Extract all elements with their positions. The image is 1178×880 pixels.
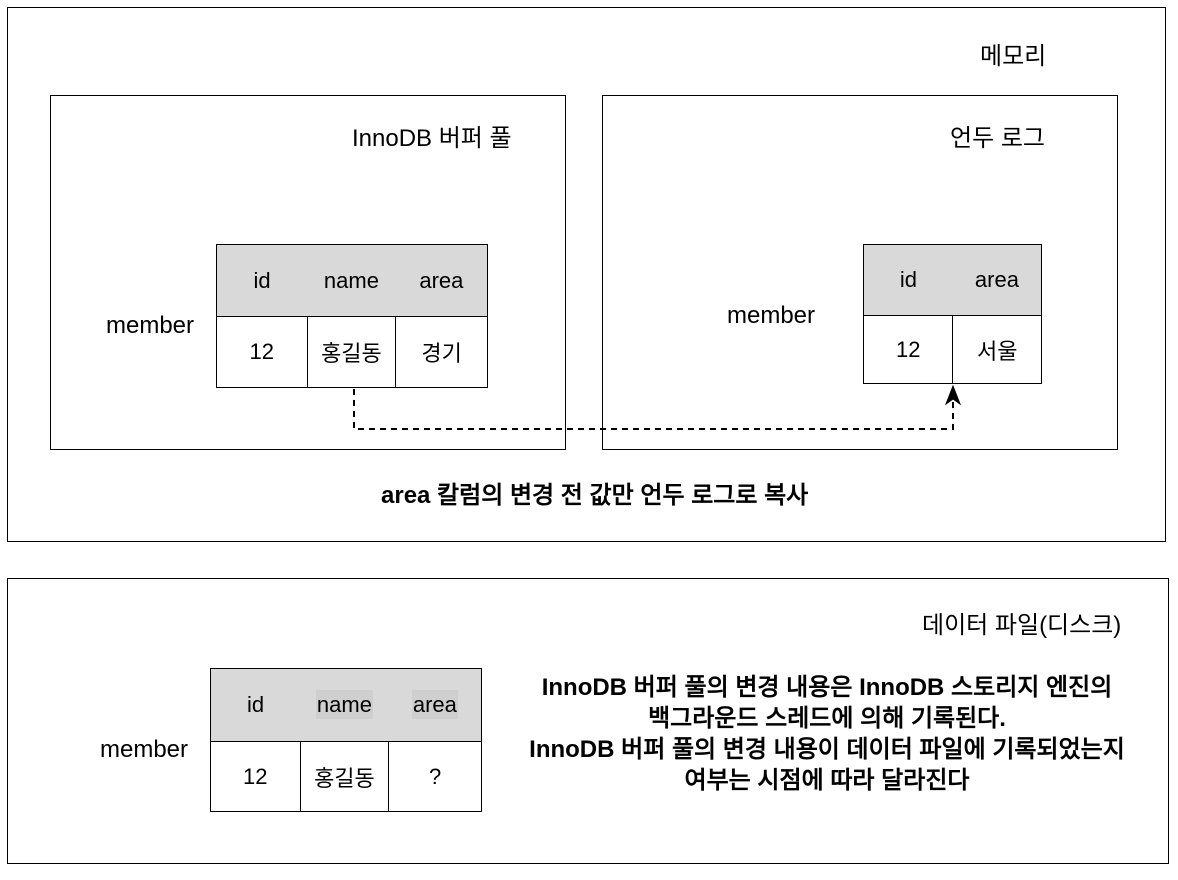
disk-box <box>7 578 1169 864</box>
buffer-pool-title: InnoDB 버퍼 풀 <box>352 125 512 152</box>
table-header-name: name <box>307 244 396 317</box>
disk-caption-line: 백그라운드 스레드에 의해 기록된다. <box>648 705 1006 732</box>
memory-title: 메모리 <box>980 43 1047 70</box>
table-cell-name: 홍길동 <box>306 316 397 388</box>
disk-table: id name area 12 홍길동 ? <box>210 668 482 812</box>
disk-title: 데이터 파일(디스크) <box>922 612 1122 639</box>
table-cell-name: 홍길동 <box>299 741 390 812</box>
table-header-id: id <box>210 668 301 742</box>
table-cell-id: 12 <box>210 741 301 812</box>
memory-caption: area 칼럼의 변경 전 값만 언두 로그로 복사 <box>381 482 809 509</box>
table-header-name: name <box>300 668 389 742</box>
table-header-id: id <box>216 244 308 317</box>
table-header-id: id <box>862 244 953 316</box>
header-text: name <box>315 690 373 719</box>
table-header-area: area <box>952 244 1042 316</box>
table-cell-id: 12 <box>862 315 954 384</box>
header-text: id <box>246 692 265 717</box>
copy-arrow-line <box>353 389 954 430</box>
header-text: area <box>411 690 458 719</box>
disk-caption-line: 여부는 시점에 따라 달라진다 <box>684 767 970 794</box>
buffer-pool-table: id name area 12 홍길동 경기 <box>216 244 488 388</box>
copy-arrow-head <box>944 384 962 406</box>
buffer-pool-table-label: member <box>106 312 195 339</box>
undo-log-title: 언두 로그 <box>950 125 1045 152</box>
table-cell-id: 12 <box>216 316 308 388</box>
table-header-area: area <box>388 668 482 742</box>
disk-caption-line: InnoDB 버퍼 풀의 변경 내용은 InnoDB 스토리지 엔진의 <box>541 674 1113 701</box>
table-cell-area: 서울 <box>952 315 1042 384</box>
disk-caption: InnoDB 버퍼 풀의 변경 내용은 InnoDB 스토리지 엔진의 백그라운… <box>490 672 1164 796</box>
table-cell-area: 경기 <box>395 316 488 388</box>
disk-table-label: member <box>100 736 189 763</box>
undo-log-table-label: member <box>727 302 816 329</box>
table-header-area: area <box>395 244 488 317</box>
disk-caption-line: InnoDB 버퍼 풀의 변경 내용이 데이터 파일에 기록되었는지 <box>529 736 1125 763</box>
undo-log-table: id area 12 서울 <box>862 244 1042 384</box>
table-cell-area: ? <box>388 741 482 812</box>
